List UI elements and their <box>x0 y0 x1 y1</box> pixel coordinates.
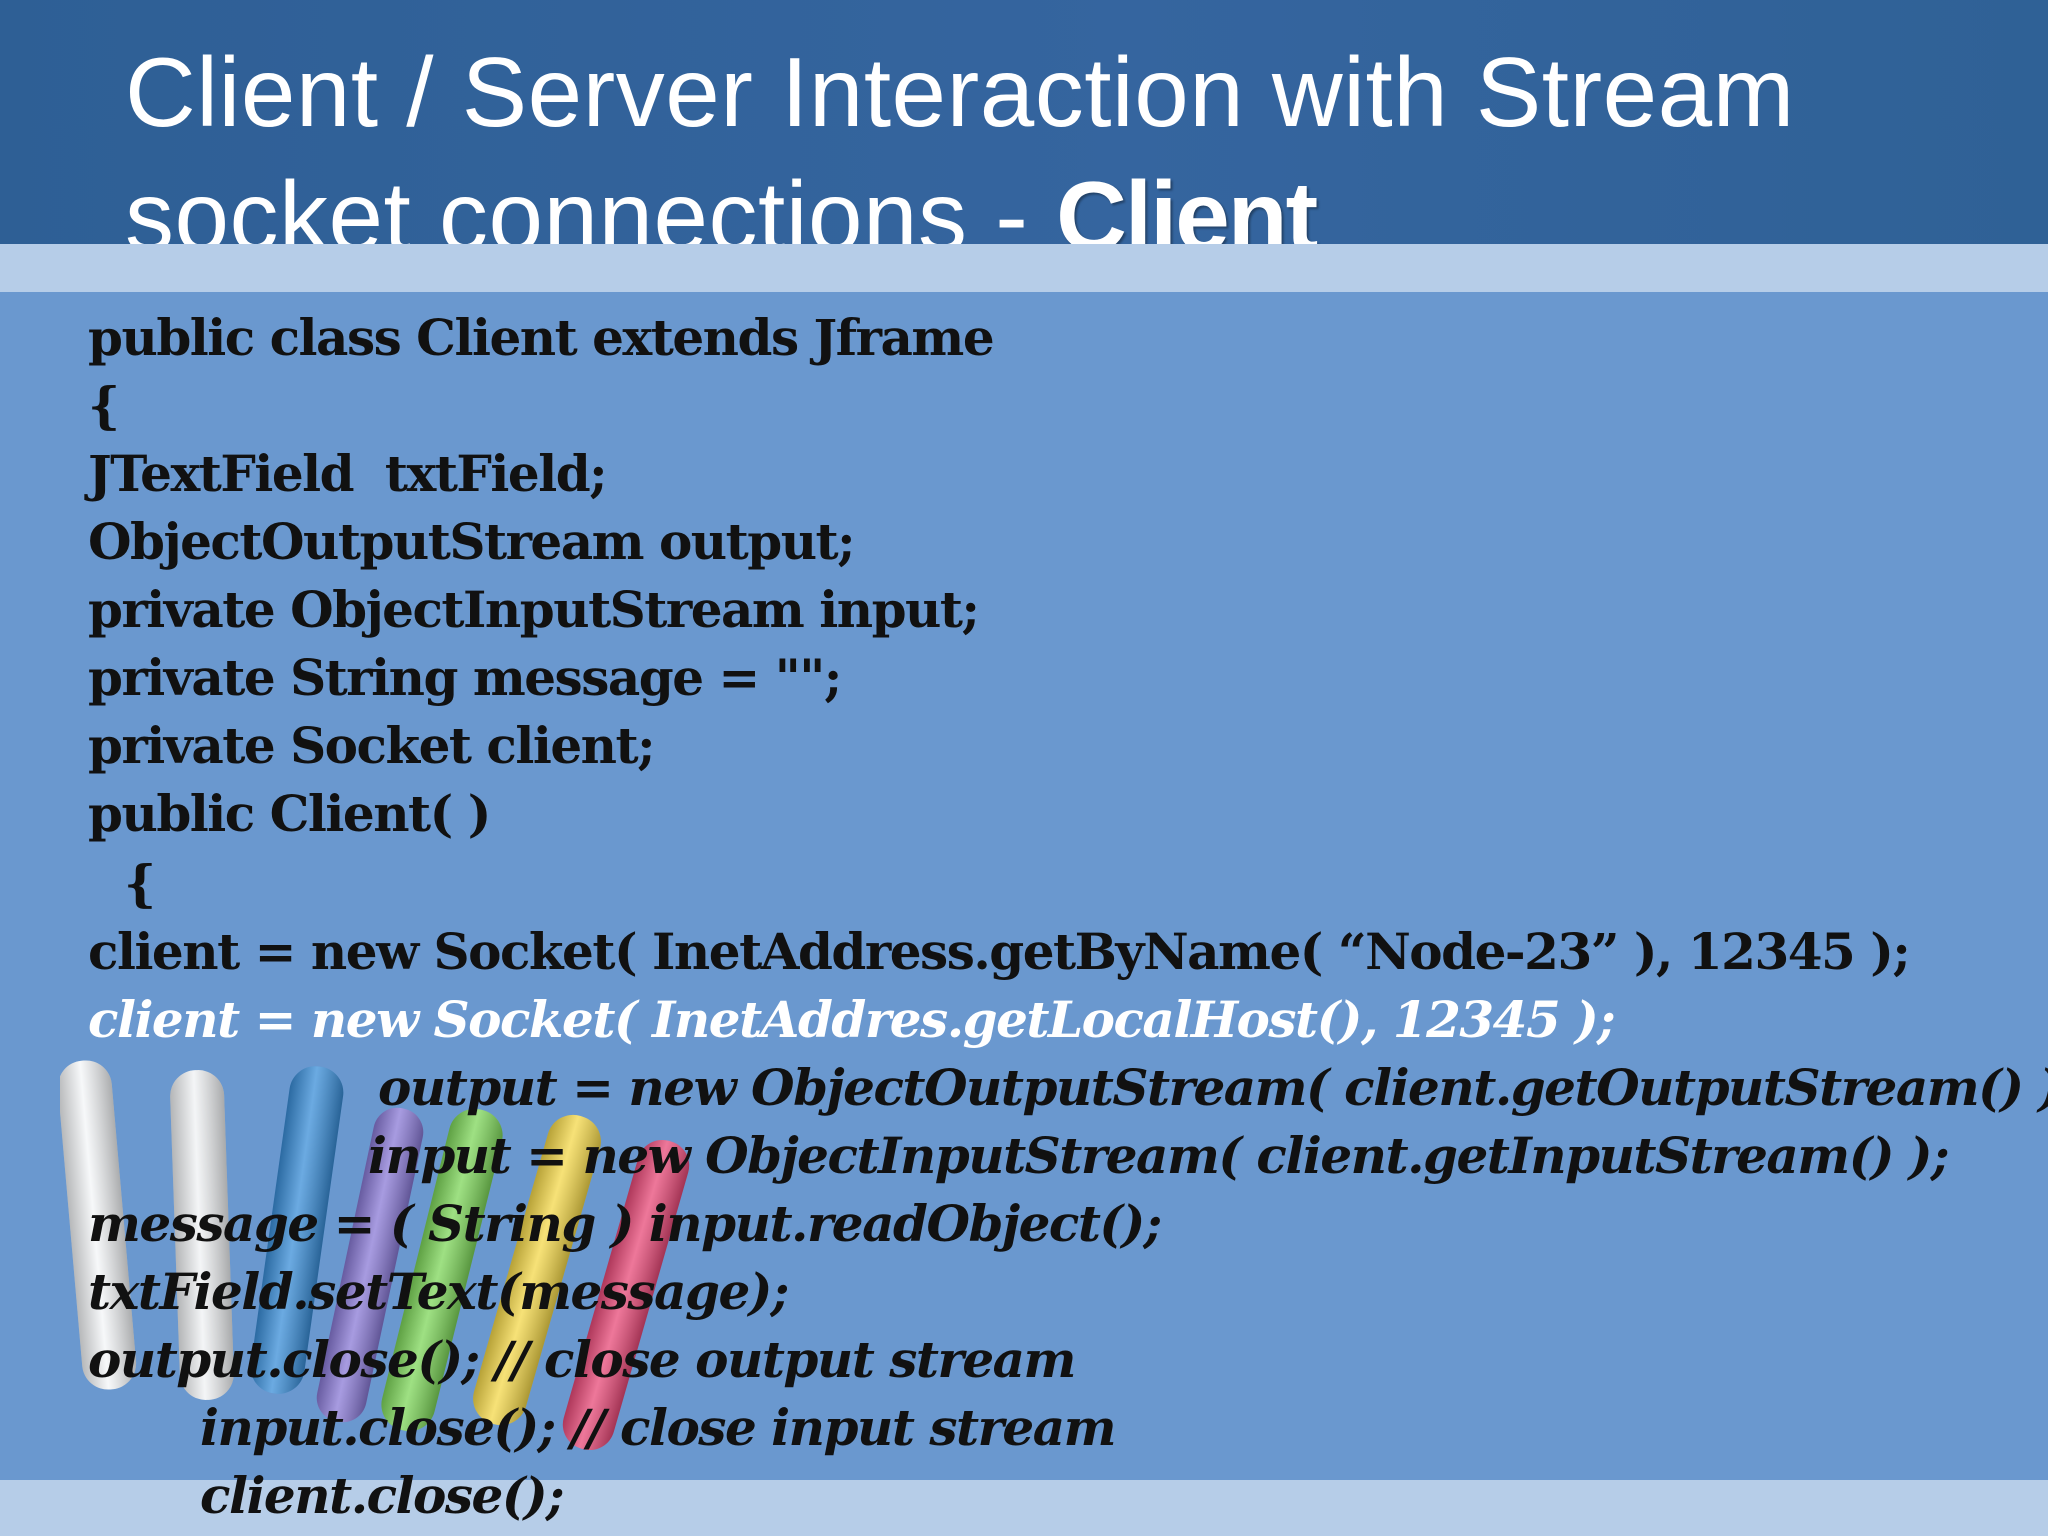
code-line: public class Client extends Jframe <box>88 308 995 367</box>
code-line: input = new ObjectInputStream( client.ge… <box>368 1126 1950 1185</box>
slide-title: Client / Server Interaction with Stream … <box>125 30 2005 278</box>
chalk-green <box>381 1108 503 1432</box>
footer-band <box>0 1480 2048 1536</box>
code-line: output = new ObjectOutputStream( client.… <box>378 1058 2048 1117</box>
code-line: client.close(); <box>200 1466 565 1525</box>
code-line-highlighted: client = new Socket( InetAddres.getLocal… <box>88 990 1616 1049</box>
code-line: JTextField txtField; <box>88 444 608 503</box>
code-line: input.close(); // close input stream <box>200 1398 1117 1457</box>
chalk-sticks-image <box>60 1060 690 1451</box>
code-line: public Client( ) <box>88 784 491 843</box>
chalk-pink <box>562 1139 690 1451</box>
code-line: ObjectOutputStream output; <box>88 512 856 571</box>
code-line: private ObjectInputStream input; <box>88 580 980 639</box>
code-line: private String message = ""; <box>88 648 842 707</box>
code-line: private Socket client; <box>88 716 656 775</box>
header-divider-band <box>0 244 2048 292</box>
code-line: txtField.setText(message); <box>88 1262 789 1321</box>
chalk-yellow <box>473 1114 601 1426</box>
chalk-purple <box>316 1107 424 1423</box>
code-line: message = ( String ) input.readObject(); <box>88 1194 1162 1253</box>
code-line: { <box>88 376 120 435</box>
code-line: { <box>124 854 156 913</box>
code-line: client = new Socket( InetAddress.getByNa… <box>88 922 1911 981</box>
chalk-blue <box>250 1066 344 1394</box>
title-bar: Client / Server Interaction with Stream … <box>0 0 2048 271</box>
code-line: output.close(); // close output stream <box>88 1330 1076 1389</box>
chalk-white-1 <box>60 1060 137 1390</box>
chalk-white-2 <box>170 1070 234 1400</box>
